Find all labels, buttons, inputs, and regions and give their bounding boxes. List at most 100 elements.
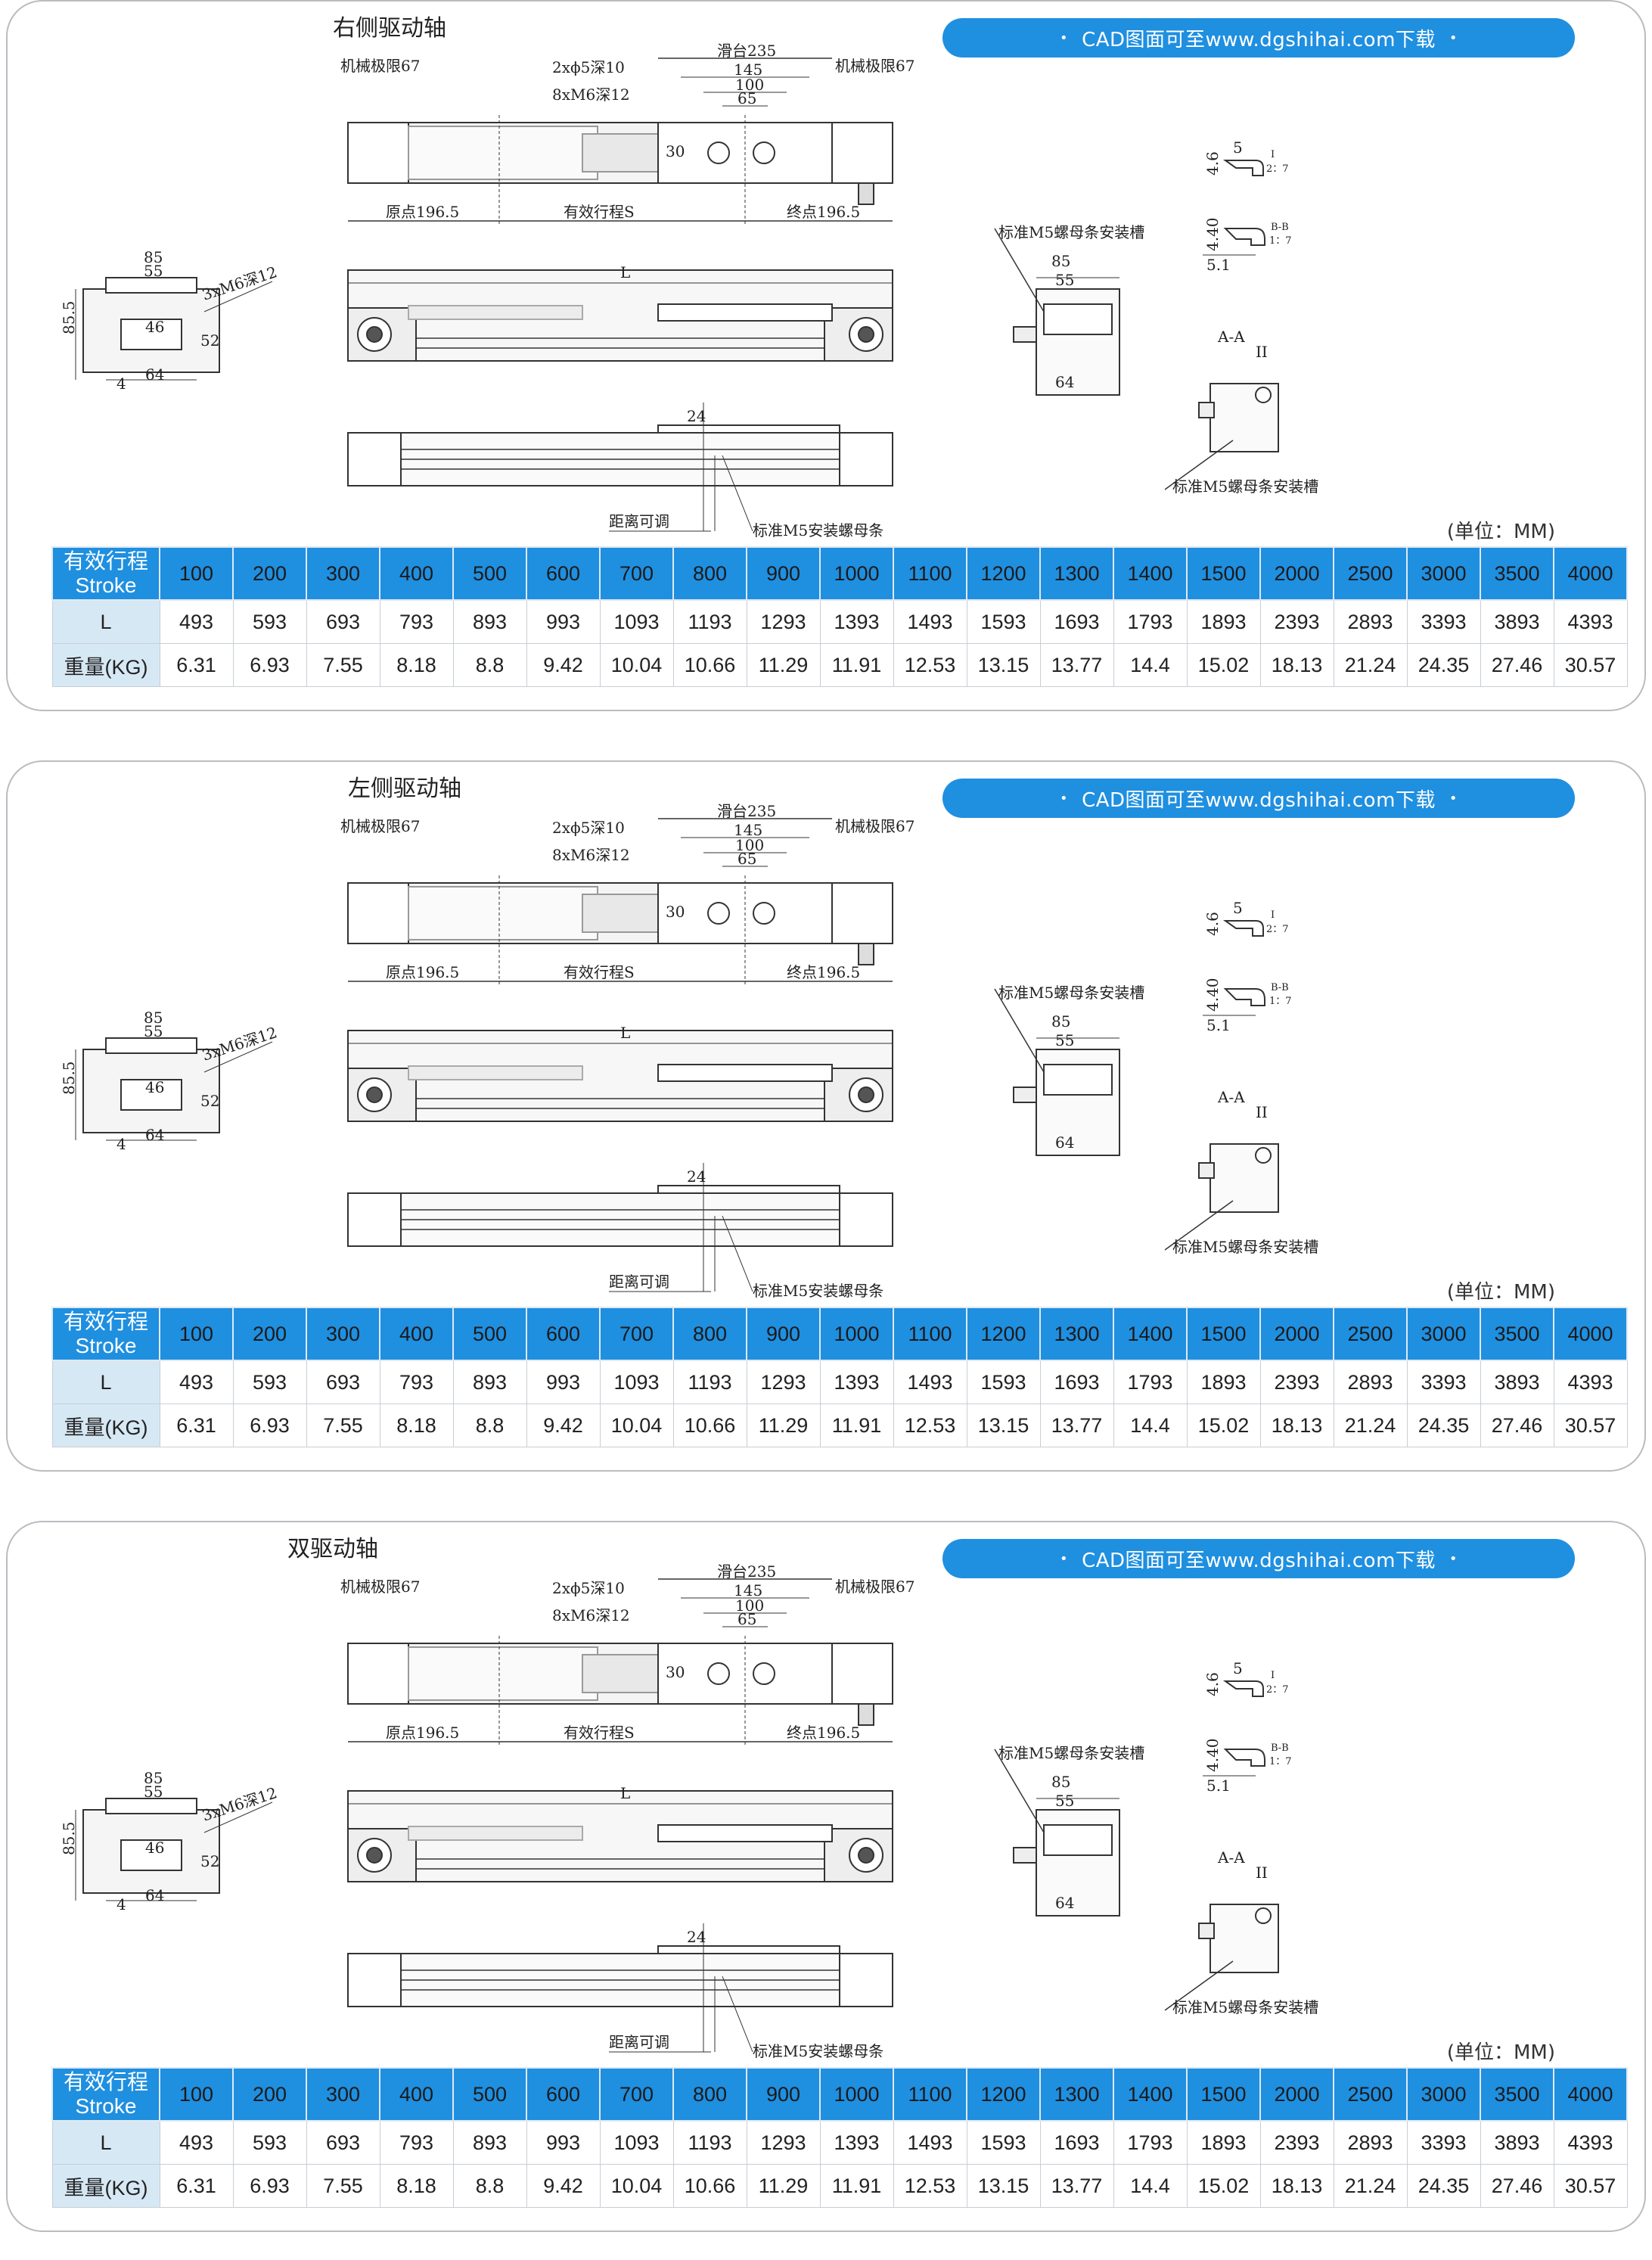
section-title: 左侧驱动轴: [348, 776, 461, 802]
stroke-cell: 900: [746, 546, 821, 601]
value-cell: 27.46: [1480, 643, 1554, 687]
dim-85-label: 85: [144, 1009, 163, 1027]
value-cell: 12.53: [893, 1404, 967, 1447]
top-view-drawing: [347, 818, 893, 985]
origin-label: 原点196.5: [386, 203, 459, 221]
value-cell: 21.24: [1333, 643, 1408, 687]
stroke-cell: 300: [306, 2067, 380, 2122]
dim-85-b-label: 85: [1051, 1773, 1070, 1791]
stroke-cell: 700: [599, 1307, 674, 1361]
dim-85-label: 85: [144, 248, 163, 266]
stroke-cell: 3000: [1406, 546, 1481, 601]
stroke-cell: 700: [599, 546, 674, 601]
cad-download-banner[interactable]: • CAD图面可至www.dgshihai.com下载 •: [942, 779, 1575, 818]
value-cell: 14.4: [1113, 1404, 1188, 1447]
detail-i-label: I: [1271, 1670, 1275, 1681]
value-cell: 3893: [1480, 2120, 1554, 2165]
nut-slot-b-label: 标准M5螺母条安装槽: [1172, 1238, 1318, 1256]
detail-i-scale: 2：7: [1266, 924, 1289, 935]
detail-i-scale: 2：7: [1266, 1684, 1289, 1696]
mech-limit-right-label: 机械极限67: [835, 1578, 914, 1596]
value-cell: 1293: [746, 1360, 821, 1404]
value-cell: 493: [159, 2120, 234, 2165]
value-cell: 1893: [1186, 2120, 1261, 2165]
product-section: 右侧驱动轴 • CAD图面可至www.dgshihai.com下载 •: [6, 0, 1646, 711]
value-cell: 13.77: [1039, 643, 1114, 687]
value-cell: 2393: [1259, 1360, 1334, 1404]
stroke-cell: 2500: [1333, 1307, 1408, 1361]
stroke-cell: 500: [452, 546, 527, 601]
dim-4-40-label: 4.40: [1203, 217, 1222, 251]
value-cell: 493: [159, 1360, 234, 1404]
value-cell: 7.55: [306, 643, 380, 687]
stroke-cell: 900: [746, 2067, 821, 2122]
value-cell: 1093: [599, 2120, 674, 2165]
origin-label: 原点196.5: [386, 963, 459, 981]
stroke-cell: 1100: [893, 1307, 967, 1361]
slide-width-label: 滑台235: [717, 1562, 776, 1581]
value-cell: 1693: [1039, 599, 1114, 644]
dim-85-5-label: 85.5: [60, 1061, 78, 1095]
detail-i-label: I: [1271, 149, 1275, 160]
length-label: L: [620, 1024, 630, 1042]
dim-55-label: 55: [144, 262, 163, 280]
cross-section-drawing: [994, 228, 1120, 396]
value-cell: 593: [232, 1360, 307, 1404]
detail-ii-label: II: [1256, 1103, 1268, 1121]
dim-85-b-label: 85: [1051, 1012, 1070, 1031]
stroke-cell: 1400: [1113, 1307, 1188, 1361]
row-label-cell: L: [51, 2120, 160, 2165]
detail-views: [1164, 160, 1279, 490]
value-cell: 993: [526, 599, 601, 644]
end-label: 终点196.5: [787, 963, 860, 981]
value-cell: 10.66: [672, 643, 747, 687]
bottom-view-drawing: [347, 403, 893, 532]
stroke-cell: 1200: [966, 1307, 1041, 1361]
value-cell: 13.77: [1039, 1404, 1114, 1447]
dim-85-5-label: 85.5: [60, 1821, 78, 1855]
value-cell: 14.4: [1113, 2164, 1188, 2208]
end-view-drawing: [75, 1037, 273, 1141]
end-view-drawing: [75, 277, 273, 381]
value-cell: 4393: [1553, 1360, 1628, 1404]
nut-slot-b-label: 标准M5螺母条安装槽: [1172, 1998, 1318, 2016]
dim-4-40-label: 4.40: [1203, 978, 1222, 1012]
stroke-cell: 600: [526, 2067, 601, 2122]
value-cell: 4393: [1553, 2120, 1628, 2165]
stroke-cell: 3500: [1480, 2067, 1554, 2122]
dim-5-label: 5: [1233, 1659, 1243, 1677]
value-cell: 10.66: [672, 2164, 747, 2208]
dim-85-label: 85: [144, 1769, 163, 1787]
stroke-cell: 1400: [1113, 2067, 1188, 2122]
stroke-cell: 1100: [893, 546, 967, 601]
nut-strip-label: 标准M5安装螺母条: [753, 1282, 883, 1300]
stroke-cell: 500: [452, 1307, 527, 1361]
dim-65-label: 65: [738, 850, 756, 868]
stroke-cell: 600: [526, 1307, 601, 1361]
cad-download-banner[interactable]: • CAD图面可至www.dgshihai.com下载 •: [942, 1539, 1575, 1578]
section-aa-label: A-A: [1217, 1848, 1245, 1867]
stroke-cell: 1300: [1039, 546, 1114, 601]
section-aa-label: A-A: [1217, 1088, 1245, 1106]
dim-46-label: 46: [145, 318, 164, 336]
value-cell: 8.8: [452, 643, 527, 687]
nut-strip-label: 标准M5安装螺母条: [753, 521, 883, 539]
slide-width-label: 滑台235: [717, 42, 776, 60]
cad-download-banner[interactable]: • CAD图面可至www.dgshihai.com下载 •: [942, 18, 1575, 58]
thread-m6-label: 3xM6深12: [200, 1023, 279, 1065]
stroke-cell: 1500: [1186, 1307, 1261, 1361]
value-cell: 30.57: [1553, 2164, 1628, 2208]
value-cell: 793: [379, 2120, 454, 2165]
thread-spec-label: 8xM6深12: [552, 846, 630, 864]
nut-slot-b-label: 标准M5螺母条安装槽: [1172, 477, 1318, 496]
value-cell: 9.42: [526, 643, 601, 687]
stroke-cell: 4000: [1553, 1307, 1628, 1361]
section-bb-scale: 1：7: [1269, 996, 1292, 1007]
value-cell: 10.04: [599, 643, 674, 687]
unit-label: (单位：MM): [1446, 521, 1555, 543]
mech-limit-right-label: 机械极限67: [835, 817, 914, 835]
value-cell: 893: [452, 2120, 527, 2165]
dim-65-label: 65: [738, 89, 756, 107]
